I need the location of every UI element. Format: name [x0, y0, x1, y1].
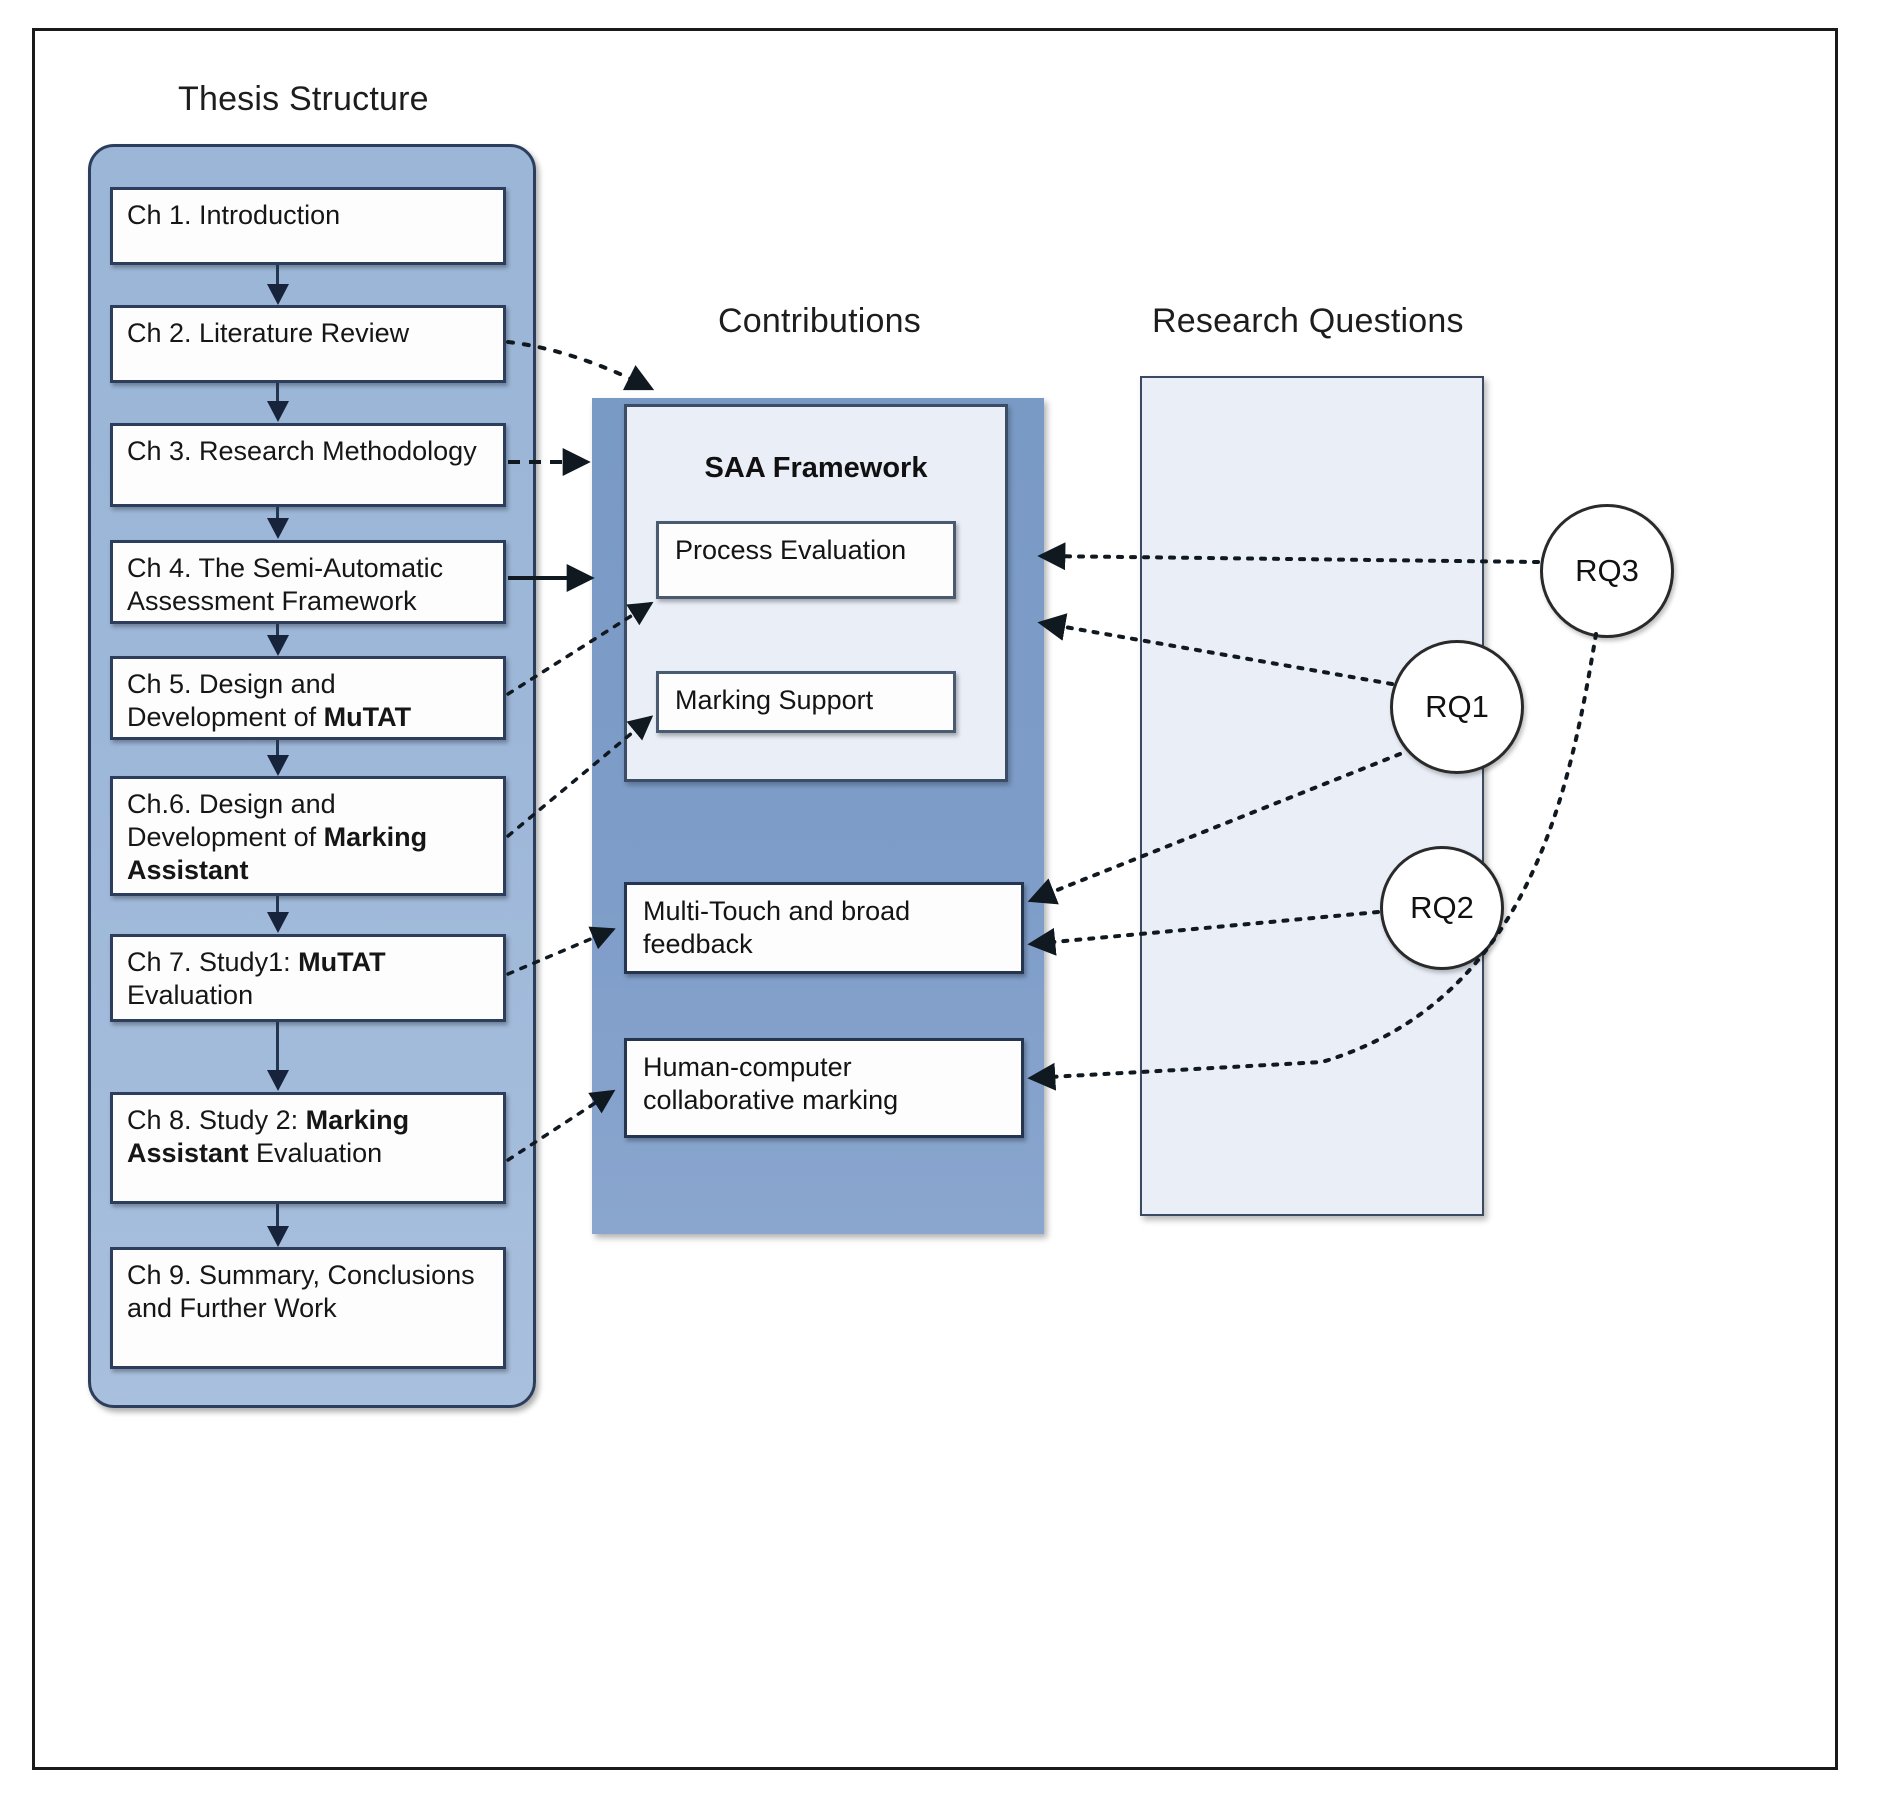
- research-question-circle-rq1[interactable]: RQ1: [1390, 640, 1524, 774]
- chapter-label-ch9: Ch 9. Summary, Conclusions and Further W…: [127, 1260, 475, 1323]
- contribution-label-human-computer-marking: Human-computer collaborative marking: [643, 1052, 899, 1115]
- chapter-label-ch6: Ch.6. Design and Development of Marking …: [127, 789, 428, 885]
- flow-arrowhead-7-8: [267, 1070, 289, 1091]
- chapter-label-ch8: Ch 8. Study 2: Marking Assistant Evaluat…: [127, 1105, 410, 1168]
- chapter-label-ch5: Ch 5. Design and Development of MuTAT: [127, 669, 412, 732]
- chapter-box-ch8[interactable]: Ch 8. Study 2: Marking Assistant Evaluat…: [110, 1092, 506, 1204]
- chapter-box-ch2[interactable]: Ch 2. Literature Review: [110, 305, 506, 383]
- research-question-label-rq1: RQ1: [1425, 689, 1489, 724]
- contribution-label-process-evaluation: Process Evaluation: [675, 535, 907, 565]
- chapter-label-ch4: Ch 4. The Semi-Automatic Assessment Fram…: [127, 553, 444, 616]
- flow-arrow-1-2: [276, 265, 279, 287]
- flow-arrow-8-9: [276, 1204, 279, 1228]
- flow-arrowhead-4-5: [267, 635, 289, 656]
- flow-arrowhead-8-9: [267, 1226, 289, 1247]
- flow-arrow-4-5: [276, 624, 279, 638]
- research-question-circle-rq3[interactable]: RQ3: [1540, 504, 1674, 638]
- flow-arrow-5-6: [276, 740, 279, 758]
- saa-framework-label: SAA Framework: [704, 452, 928, 484]
- chapter-label-ch2: Ch 2. Literature Review: [127, 318, 410, 348]
- flow-arrow-7-8: [276, 1022, 279, 1072]
- chapter-box-ch3[interactable]: Ch 3. Research Methodology: [110, 423, 506, 507]
- contribution-box-process-evaluation[interactable]: Process Evaluation: [656, 521, 956, 599]
- flow-arrow-6-7: [276, 896, 279, 914]
- contribution-label-multi-touch-feedback: Multi-Touch and broad feedback: [643, 896, 911, 959]
- flow-arrowhead-3-4: [267, 518, 289, 539]
- flow-arrow-3-4: [276, 507, 279, 521]
- chapter-box-ch5[interactable]: Ch 5. Design and Development of MuTAT: [110, 656, 506, 740]
- chapter-label-ch1: Ch 1. Introduction: [127, 200, 341, 230]
- research-question-label-rq3: RQ3: [1575, 553, 1639, 588]
- thesis-structure-title: Thesis Structure: [178, 80, 429, 118]
- flow-arrow-2-3: [276, 383, 279, 403]
- research-question-label-rq2: RQ2: [1410, 890, 1474, 925]
- contribution-box-human-computer-marking[interactable]: Human-computer collaborative marking: [624, 1038, 1024, 1138]
- chapter-box-ch9[interactable]: Ch 9. Summary, Conclusions and Further W…: [110, 1247, 506, 1369]
- flow-arrowhead-6-7: [267, 912, 289, 933]
- research-question-circle-rq2[interactable]: RQ2: [1380, 846, 1504, 970]
- flow-arrowhead-5-6: [267, 755, 289, 776]
- chapter-box-ch4[interactable]: Ch 4. The Semi-Automatic Assessment Fram…: [110, 540, 506, 624]
- research-questions-panel: [1140, 376, 1484, 1216]
- chapter-box-ch7[interactable]: Ch 7. Study1: MuTAT Evaluation: [110, 934, 506, 1022]
- contributions-title: Contributions: [718, 302, 921, 340]
- contribution-label-marking-support: Marking Support: [675, 685, 874, 715]
- chapter-label-ch7: Ch 7. Study1: MuTAT Evaluation: [127, 947, 386, 1010]
- flow-arrowhead-1-2: [267, 284, 289, 305]
- chapter-box-ch1[interactable]: Ch 1. Introduction: [110, 187, 506, 265]
- contribution-box-marking-support[interactable]: Marking Support: [656, 671, 956, 733]
- research-questions-title: Research Questions: [1152, 302, 1464, 340]
- contribution-box-multi-touch-feedback[interactable]: Multi-Touch and broad feedback: [624, 882, 1024, 974]
- chapter-box-ch6[interactable]: Ch.6. Design and Development of Marking …: [110, 776, 506, 896]
- chapter-label-ch3: Ch 3. Research Methodology: [127, 436, 477, 466]
- flow-arrowhead-2-3: [267, 401, 289, 422]
